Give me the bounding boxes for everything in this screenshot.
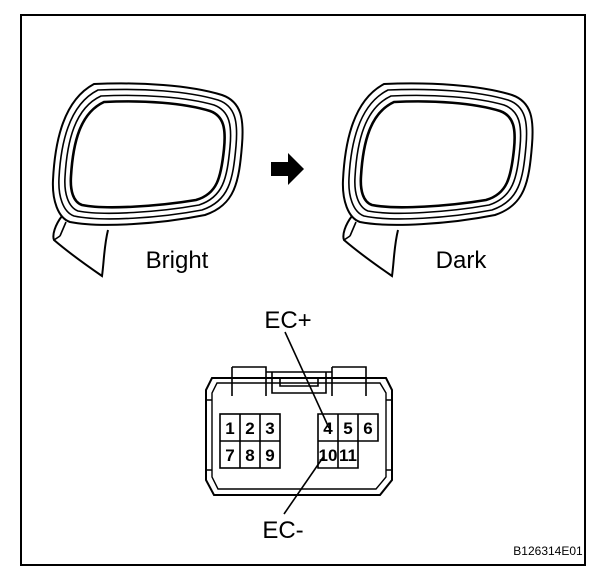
- mirror-base-detail: [343, 221, 357, 241]
- mirror-rim-1: [348, 88, 528, 220]
- pin-2: 2: [245, 419, 254, 438]
- mirror-dark: [341, 82, 534, 278]
- ec-minus-leader: [283, 455, 325, 515]
- diagram-frame: [20, 14, 586, 566]
- pin-6: 6: [363, 419, 372, 438]
- pin-9: 9: [265, 446, 274, 465]
- mirror-rim-2: [64, 94, 232, 215]
- arrow-right-icon: [271, 153, 304, 185]
- ec-plus-leader: [284, 331, 330, 429]
- label-bright: Bright: [146, 247, 209, 274]
- mirror-housing-outer: [51, 82, 244, 226]
- label-ec-plus: EC+: [264, 307, 311, 334]
- label-dark: Dark: [436, 247, 488, 274]
- mirror-rim-1: [58, 88, 238, 220]
- label-ec-minus: EC-: [262, 517, 303, 544]
- pin-1: 1: [225, 419, 234, 438]
- pin-8: 8: [245, 446, 254, 465]
- mirror-housing-outer: [341, 82, 534, 226]
- mirror-bright: [51, 82, 244, 278]
- mirror-rim-2: [354, 94, 522, 215]
- pin-4: 4: [323, 419, 333, 438]
- mirror-base-detail: [53, 221, 67, 241]
- mirror-base: [342, 215, 399, 278]
- mirror-base: [52, 215, 109, 278]
- mirror-glass: [359, 100, 516, 209]
- pin-grid: [219, 413, 379, 469]
- pin-10: 10: [319, 446, 338, 465]
- pin-3: 3: [265, 419, 274, 438]
- figure-code: B126314E01: [513, 544, 583, 558]
- pin-11: 11: [339, 446, 357, 465]
- mirror-glass: [69, 100, 226, 209]
- connector-housing: [205, 366, 393, 496]
- pin-5: 5: [343, 419, 352, 438]
- pin-7: 7: [225, 446, 234, 465]
